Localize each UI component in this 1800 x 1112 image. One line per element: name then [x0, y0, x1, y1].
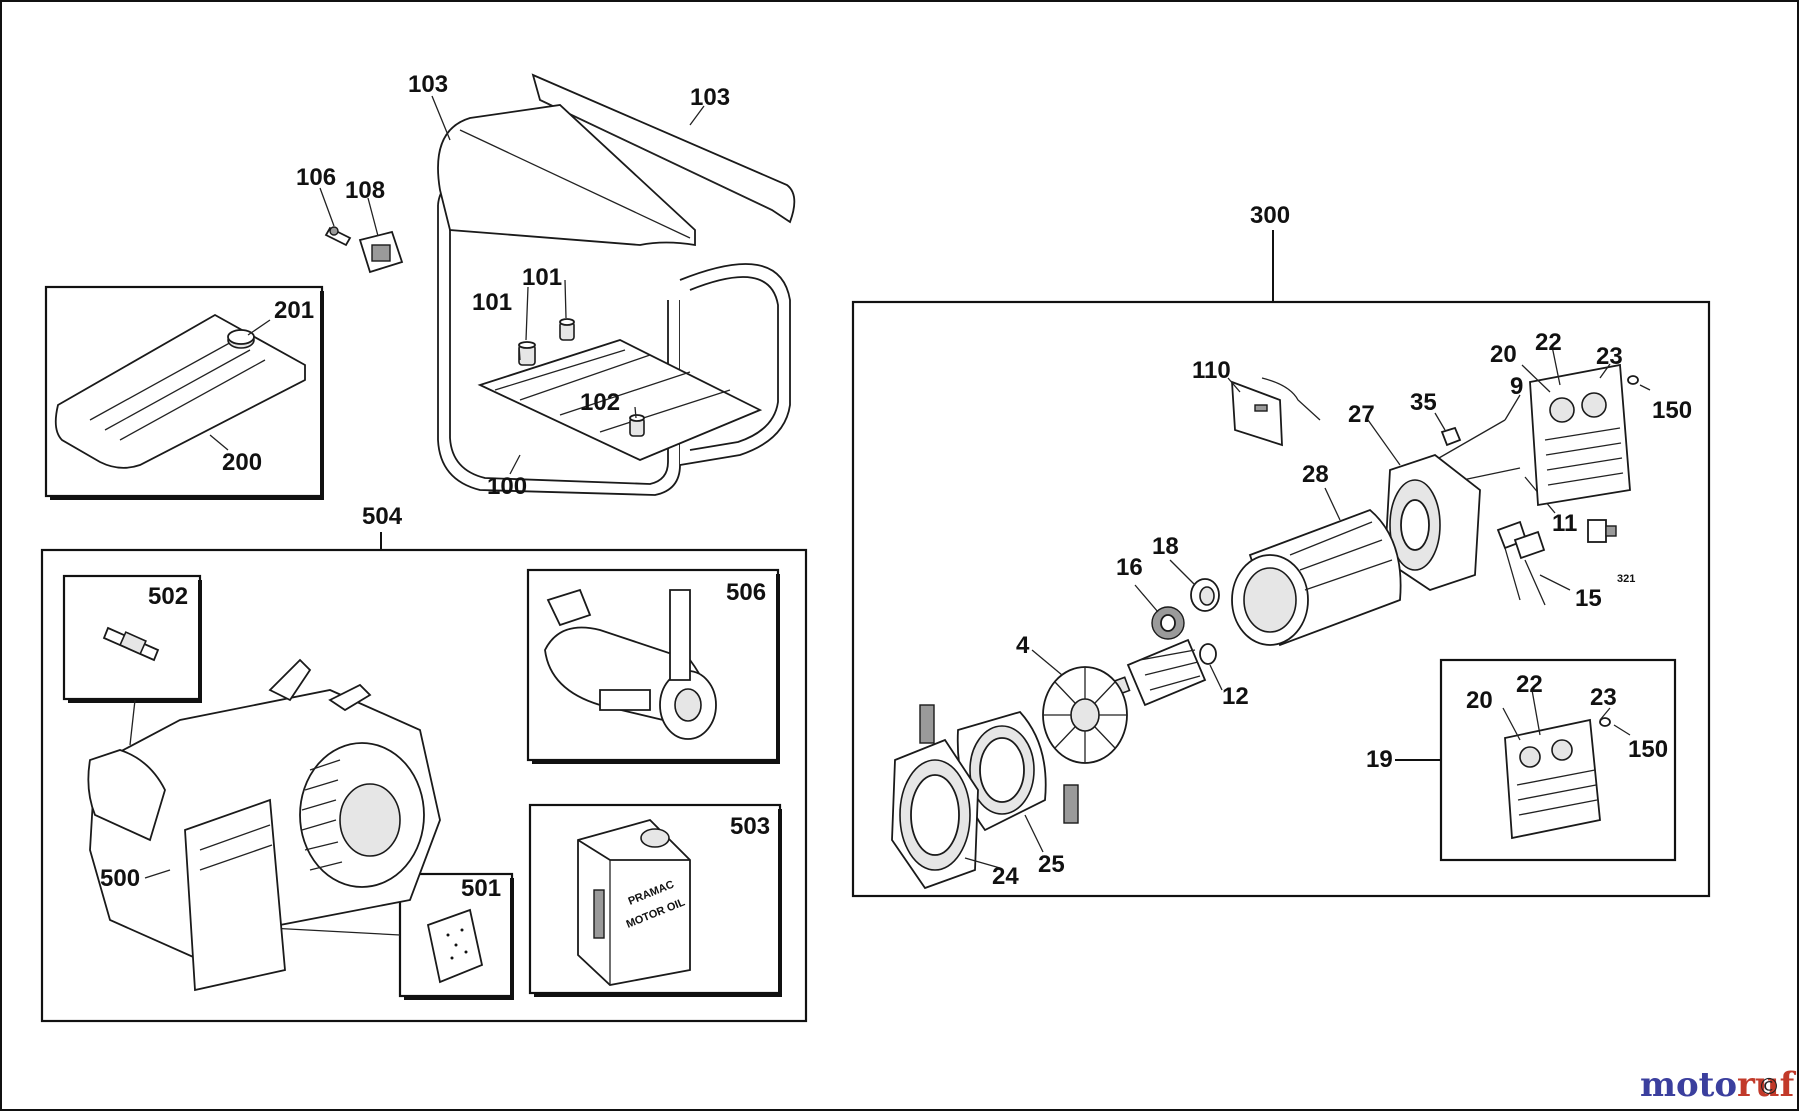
- callout-panel-150: 150: [1628, 736, 1668, 763]
- muffler: [544, 588, 717, 740]
- foot-101b: [559, 318, 575, 341]
- callout-11: 11: [1552, 510, 1577, 537]
- callout-19: 19: [1366, 746, 1393, 773]
- fuel-tank: [54, 313, 306, 469]
- callout-300: 300: [1250, 202, 1290, 229]
- air-filter: [426, 908, 484, 984]
- callout-500: 500: [100, 865, 140, 892]
- callout-321: 321: [1617, 573, 1635, 585]
- callout-100: 100: [487, 473, 527, 500]
- spark-plug: [102, 626, 160, 662]
- brush-15: [1496, 520, 1546, 606]
- switch-321: [1587, 519, 1617, 543]
- callout-23: 23: [1596, 343, 1623, 370]
- callout-110: 110: [1192, 357, 1231, 384]
- callout-502: 502: [148, 583, 188, 610]
- frame-cover-left: [437, 104, 696, 247]
- stator-28: [1231, 508, 1402, 647]
- callout-panel-22: 22: [1516, 671, 1543, 698]
- callout-506: 506: [726, 579, 766, 606]
- bearing-16: [1151, 606, 1185, 640]
- callout-103-right: 103: [690, 84, 730, 111]
- callout-panel-23: 23: [1590, 684, 1617, 711]
- callout-28: 28: [1302, 461, 1329, 488]
- oil-can: PRAMAC MOTOR OIL: [577, 818, 691, 986]
- adapter-25: [919, 704, 1079, 832]
- callout-200: 200: [222, 449, 262, 476]
- control-panel-top: [1529, 363, 1639, 507]
- ring-18: [1190, 578, 1220, 612]
- callout-108: 108: [345, 177, 385, 204]
- foot-101a: [518, 341, 536, 366]
- watermark-logo: motoruf: [1640, 1065, 1795, 1105]
- avr-110: [1231, 377, 1321, 447]
- callout-150: 150: [1652, 397, 1692, 424]
- engine: [87, 658, 441, 992]
- callout-15: 15: [1575, 585, 1602, 612]
- callout-22: 22: [1535, 329, 1562, 356]
- flange-24: [891, 738, 979, 890]
- alternator-box: [851, 300, 1711, 898]
- engine-group-box: [40, 548, 808, 1023]
- bearing-12: [1199, 643, 1217, 665]
- copyright-icon: ©: [1758, 1075, 1780, 1100]
- callout-103-left: 103: [408, 71, 448, 98]
- socket-108: [358, 230, 404, 274]
- callout-503: 503: [730, 813, 770, 840]
- callout-504: 504: [362, 503, 403, 530]
- callout-101a: 101: [472, 289, 512, 316]
- frame-assembly: [437, 73, 796, 496]
- callout-18: 18: [1152, 533, 1179, 560]
- callout-201: 201: [274, 297, 314, 324]
- callout-106: 106: [296, 164, 336, 191]
- fuse-106: [324, 226, 352, 247]
- frame-cover-right: [531, 73, 796, 224]
- capacitor-35: [1440, 426, 1462, 447]
- callout-9: 9: [1510, 373, 1523, 400]
- callout-27: 27: [1348, 401, 1375, 428]
- fan-4: [1042, 666, 1128, 764]
- control-panel-19: [1504, 717, 1611, 840]
- callout-4: 4: [1016, 632, 1030, 659]
- callout-20: 20: [1490, 341, 1517, 368]
- callout-panel-20: 20: [1466, 687, 1493, 714]
- rear-cover-27: [1384, 453, 1481, 591]
- callout-25: 25: [1038, 851, 1065, 878]
- callout-102: 102: [580, 389, 620, 416]
- callout-35: 35: [1410, 389, 1437, 416]
- foot-102: [629, 414, 645, 437]
- panel-19-box: [1439, 658, 1677, 862]
- callout-501: 501: [461, 875, 501, 902]
- callout-101b: 101: [522, 264, 562, 291]
- callout-24: 24: [992, 863, 1019, 890]
- callout-16: 16: [1116, 554, 1143, 581]
- callout-12: 12: [1222, 683, 1249, 710]
